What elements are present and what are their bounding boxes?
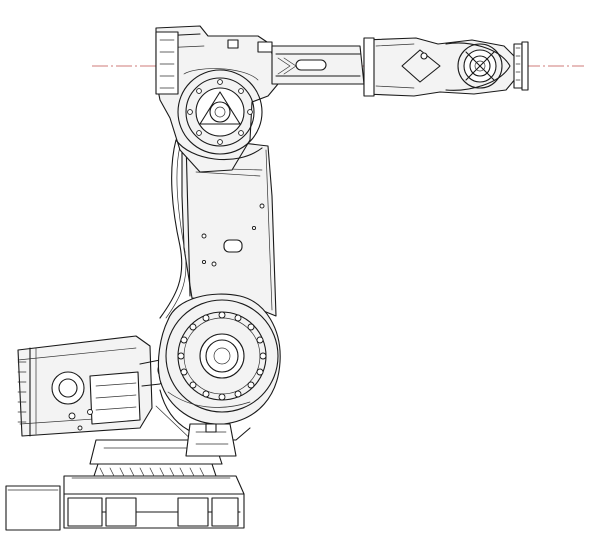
elbow-bolt-circle: [187, 79, 253, 145]
counterbalance-unit: [17, 335, 175, 437]
shoulder-joint: [155, 293, 281, 457]
shoulder-bolt-circle: [177, 311, 267, 401]
wrist-assembly: [363, 37, 529, 97]
elbow-housing: [155, 25, 279, 173]
base-gear-teeth: [93, 463, 217, 477]
forearm-tube: [271, 45, 365, 85]
